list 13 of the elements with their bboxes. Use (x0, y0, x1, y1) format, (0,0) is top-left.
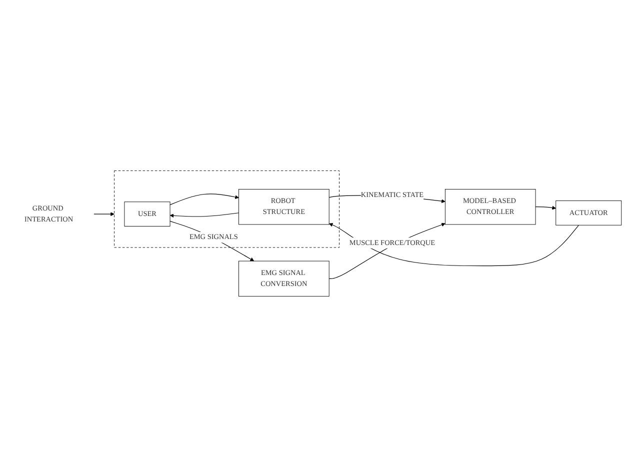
arrow (535, 206, 556, 210)
arrow (328, 222, 446, 279)
arrow (94, 212, 114, 216)
node-box (444, 189, 536, 225)
arrow (328, 223, 580, 266)
arrow (170, 212, 240, 218)
arrow (170, 194, 239, 206)
node-box (238, 189, 330, 225)
arrow (170, 220, 254, 262)
node-box (124, 202, 170, 226)
cluster (114, 170, 340, 248)
node-box (238, 260, 330, 297)
node-box (556, 200, 622, 226)
